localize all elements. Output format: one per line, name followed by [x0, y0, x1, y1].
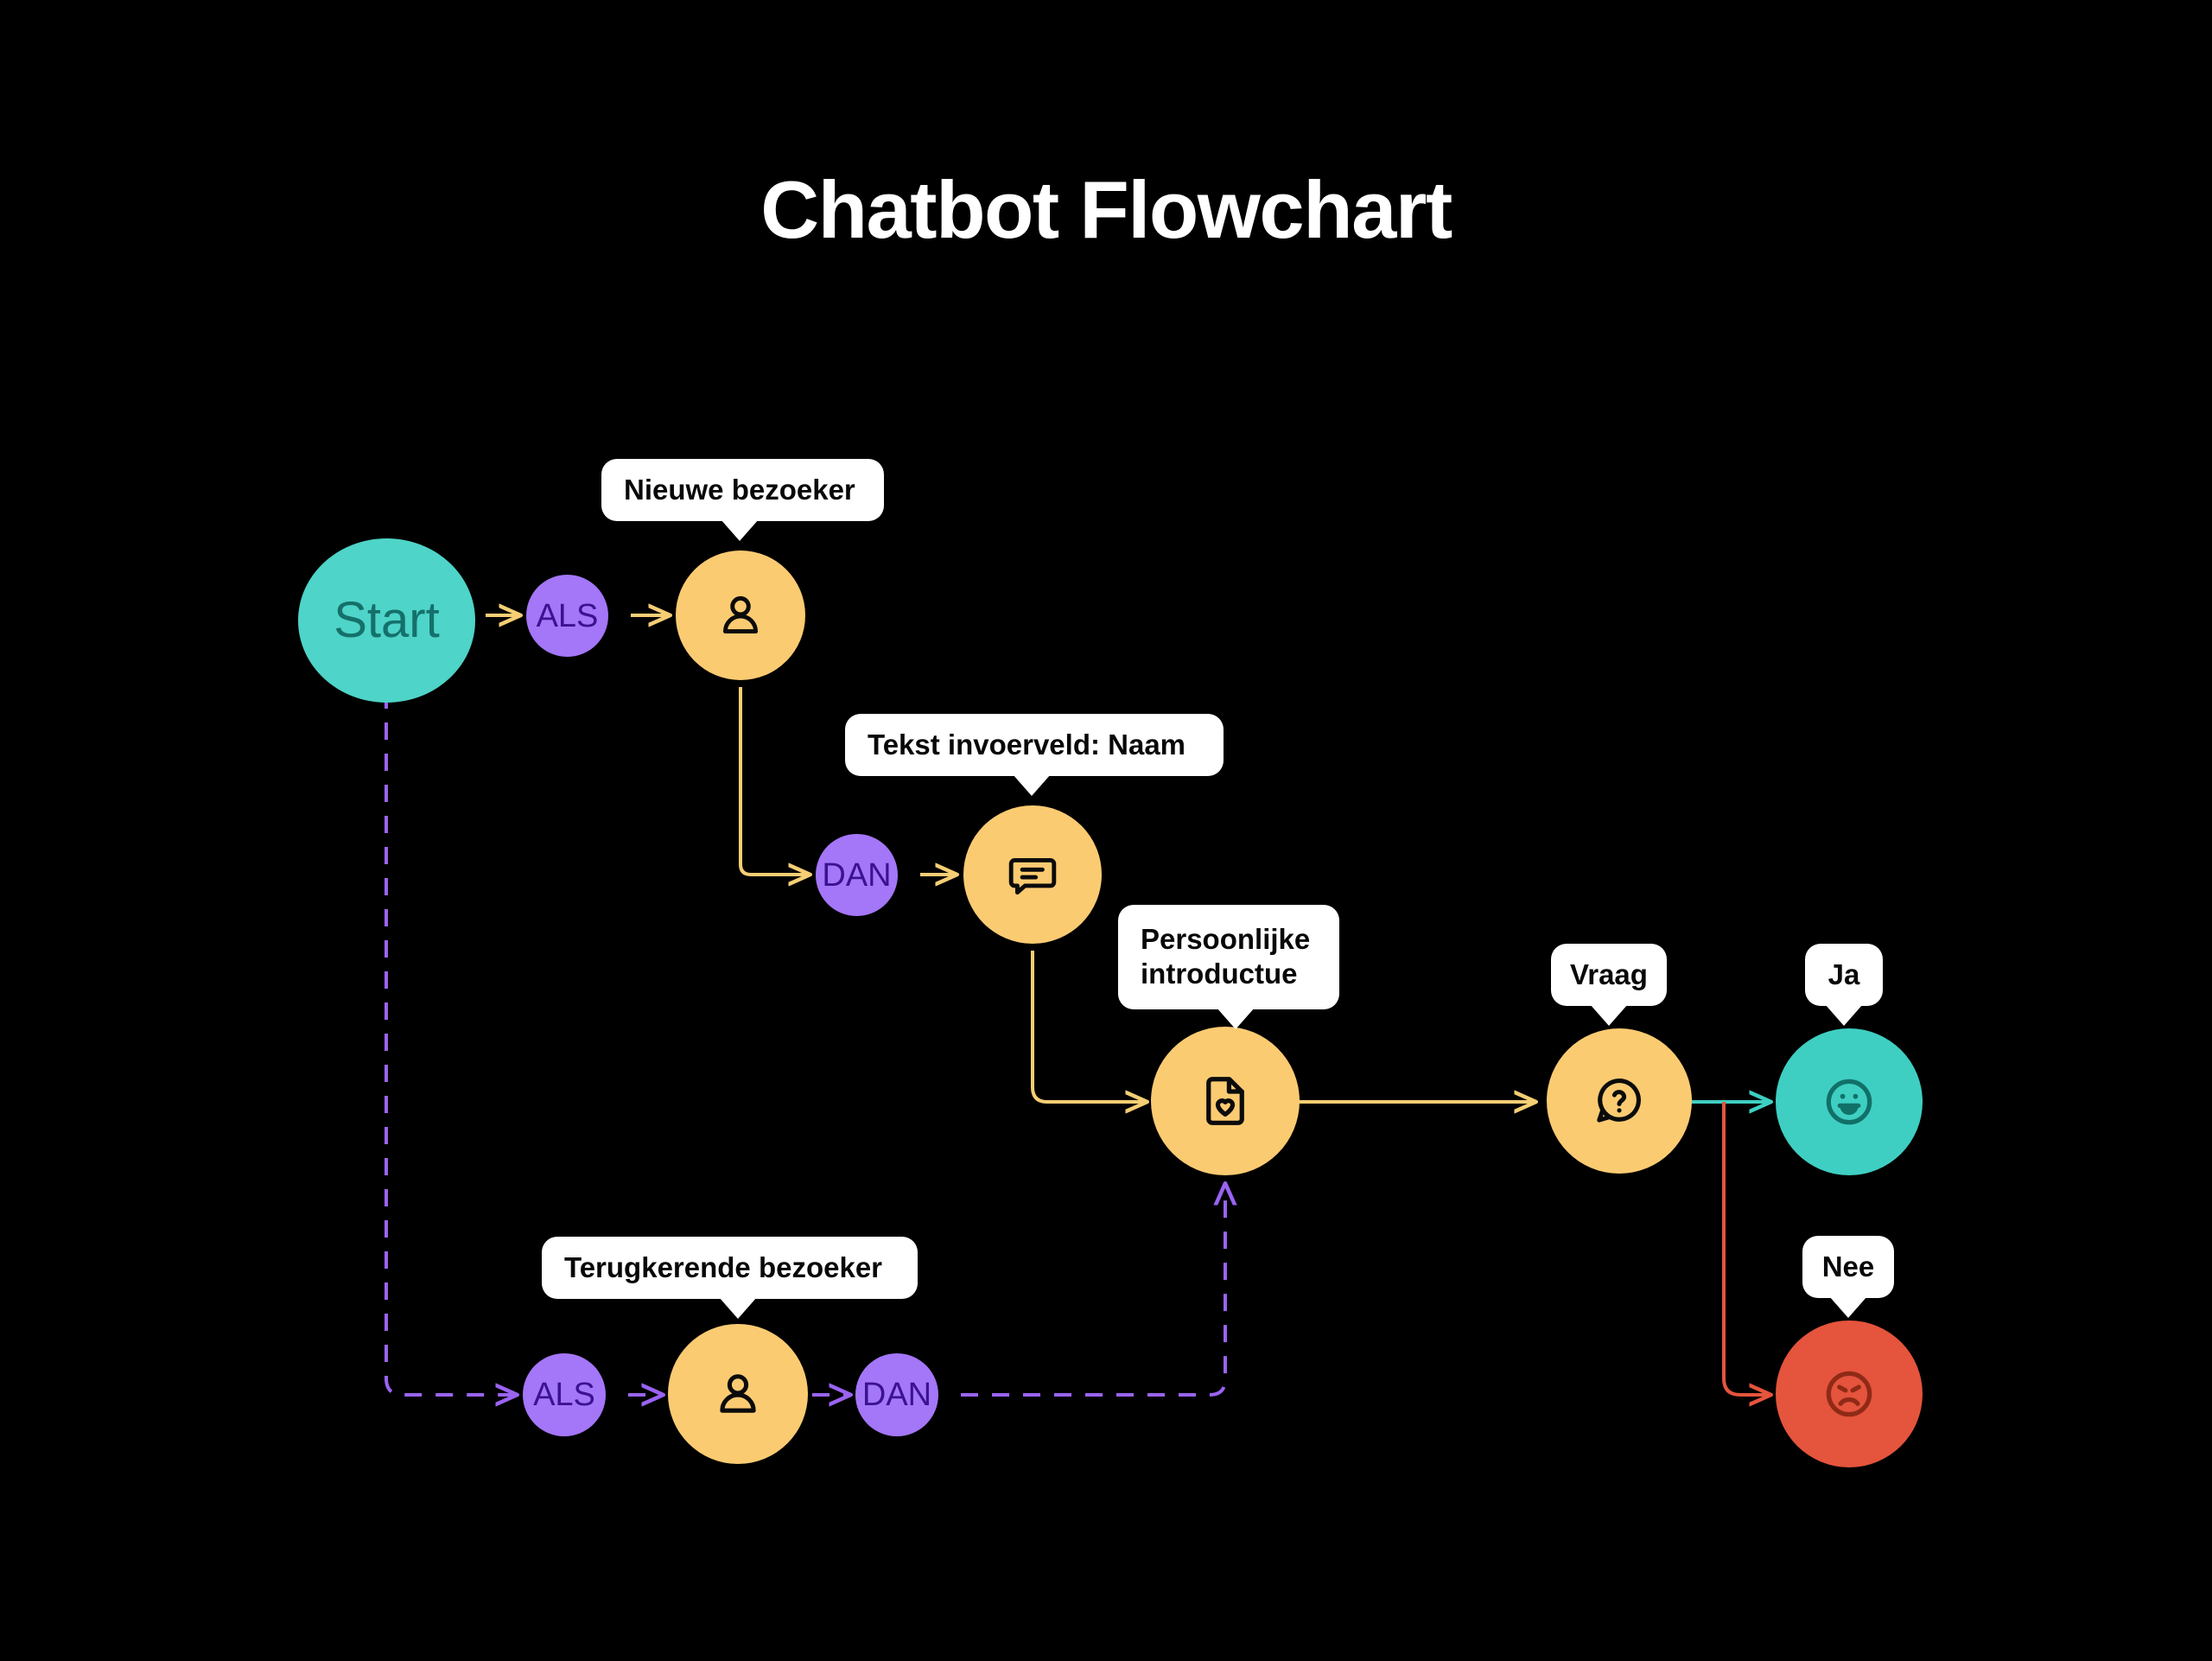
bubble-intro: Persoonlijke introductue [1118, 905, 1339, 1029]
edge-start-to-als-bottom [385, 691, 515, 1395]
node-als-bottom-label: ALS [533, 1377, 595, 1413]
page-title: Chatbot Flowchart [760, 164, 1452, 255]
bubble-yes: Ja [1805, 944, 1883, 1027]
bubble-returning-visitor: Terugkerende bezoeker [542, 1237, 918, 1320]
edge-text-input-to-intro [1031, 951, 1145, 1102]
bubble-tail [1829, 1296, 1867, 1319]
node-als-top-label: ALS [536, 597, 599, 634]
node-start-label: Start [334, 592, 440, 648]
bubble-text-input: Tekst invoerveld: Naam [845, 714, 1224, 797]
bubble-tail [1013, 774, 1051, 797]
smiley-happy-icon [1821, 1073, 1878, 1130]
bubble-tail [1590, 1004, 1628, 1027]
node-als-bottom[interactable]: ALS [523, 1353, 606, 1436]
bubble-new-visitor: Nieuwe bezoeker [601, 459, 884, 542]
node-no[interactable] [1776, 1321, 1923, 1467]
node-intro[interactable] [1151, 1027, 1300, 1175]
node-returning-visitor[interactable] [668, 1324, 808, 1464]
person-icon [714, 589, 767, 642]
bubble-question: Vraag [1551, 944, 1667, 1027]
question-bubble-icon [1592, 1073, 1647, 1129]
bubble-question-text: Vraag [1570, 958, 1648, 990]
node-als-top[interactable]: ALS [526, 575, 608, 657]
node-dan-bottom[interactable]: DAN [855, 1353, 938, 1436]
node-dan-top[interactable]: DAN [816, 834, 898, 916]
node-yes[interactable] [1776, 1028, 1923, 1175]
bubble-no: Nee [1802, 1236, 1894, 1319]
document-heart-icon [1197, 1072, 1254, 1130]
bubble-returning-visitor-text: Terugkerende bezoeker [564, 1251, 883, 1283]
bubble-tail [719, 1297, 757, 1320]
chat-message-icon [1006, 848, 1059, 901]
smiley-sad-icon [1821, 1365, 1878, 1422]
bubble-intro-line1: Persoonlijke [1141, 923, 1311, 955]
bubble-intro-line2: introductue [1141, 958, 1298, 990]
bubble-no-text: Nee [1821, 1251, 1875, 1282]
bubble-text-input-text: Tekst invoerveld: Naam [868, 729, 1186, 760]
bubble-new-visitor-text: Nieuwe bezoeker [624, 474, 855, 506]
bubble-tail [1825, 1004, 1863, 1027]
node-dan-bottom-label: DAN [861, 1377, 932, 1413]
node-question[interactable] [1547, 1028, 1692, 1174]
bubble-tail [1217, 1007, 1255, 1029]
edge-question-to-no [1722, 1102, 1769, 1395]
node-new-visitor[interactable] [676, 550, 805, 680]
person-icon [710, 1366, 766, 1422]
node-text-input[interactable] [963, 805, 1102, 944]
edge-new-visitor-to-dan-top [739, 687, 808, 875]
bubble-tail [721, 519, 759, 542]
node-start[interactable]: Start [298, 538, 475, 703]
node-dan-top-label: DAN [822, 856, 892, 894]
bubble-yes-text: Ja [1827, 958, 1860, 990]
edge-dan-bottom-to-intro [961, 1186, 1225, 1397]
